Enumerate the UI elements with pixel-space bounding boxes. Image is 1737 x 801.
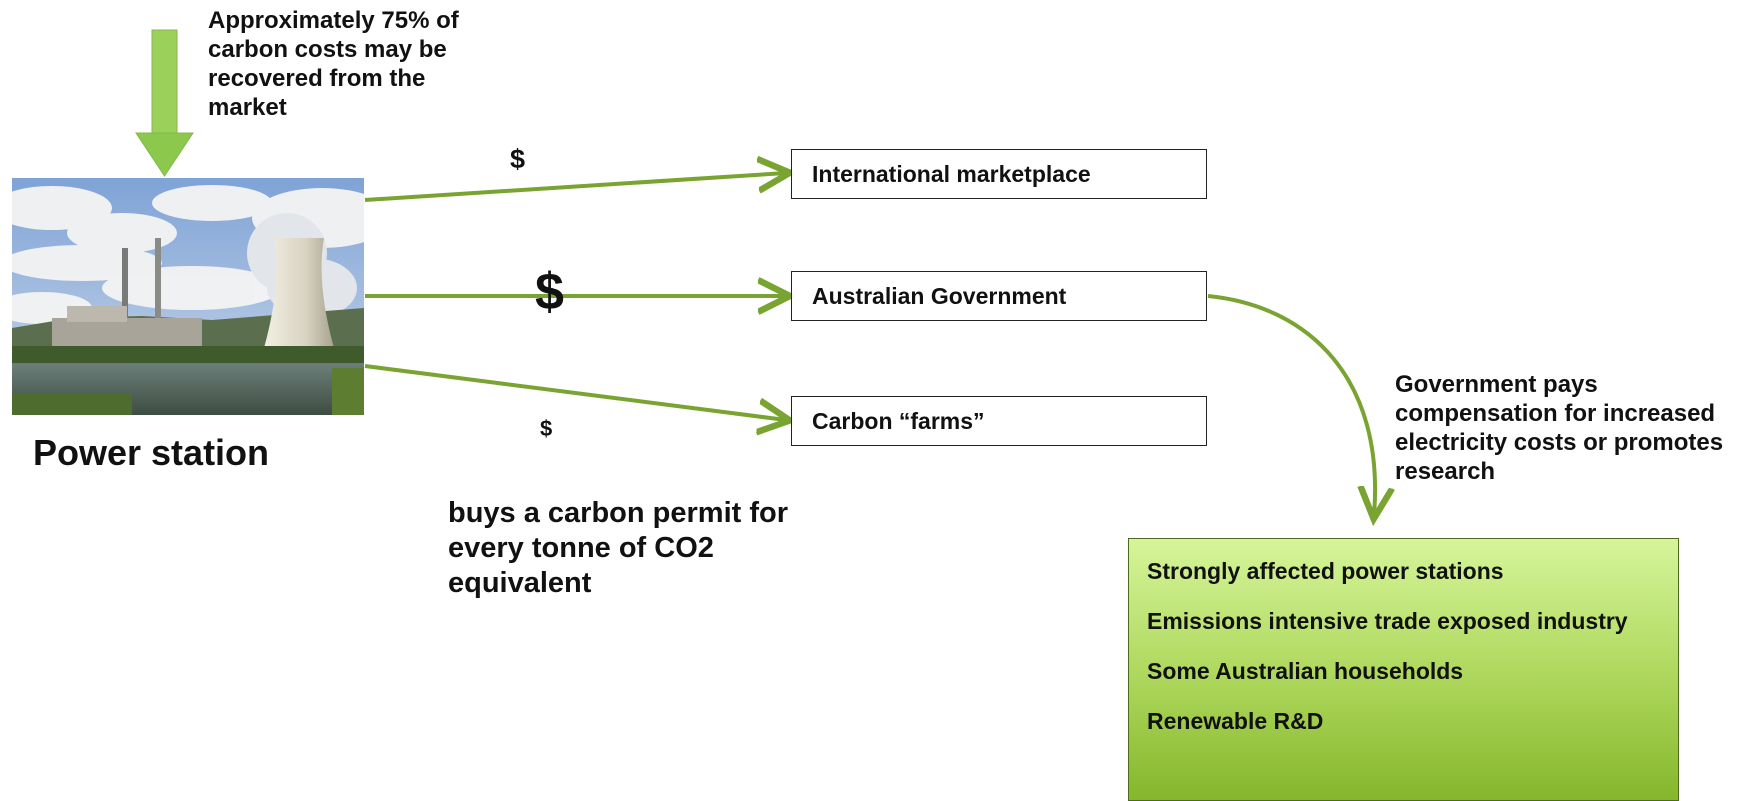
arrow-to-recipients bbox=[1207, 294, 1375, 515]
compensation-recipients-box: Strongly affected power stations Emissio… bbox=[1128, 538, 1679, 801]
government-compensation-note: Government pays compensation for increas… bbox=[1395, 371, 1724, 485]
australian-government-box: Australian Government bbox=[791, 271, 1207, 321]
carbon-farms-box: Carbon “farms” bbox=[791, 396, 1207, 446]
arrow-to-international bbox=[364, 173, 786, 202]
power-station-label: Power station bbox=[33, 432, 270, 473]
international-marketplace-box: International marketplace bbox=[791, 149, 1207, 199]
payment-label-international: $ bbox=[510, 144, 526, 174]
recipient-item: Emissions intensive trade exposed indust… bbox=[1147, 608, 1628, 634]
arrow-to-farms bbox=[364, 364, 786, 420]
carbon-farms-label: Carbon “farms” bbox=[812, 407, 985, 434]
recovery-note: Approximately 75% of carbon costs may be… bbox=[208, 7, 459, 121]
power-station-illustration bbox=[12, 178, 364, 415]
recipient-item: Renewable R&D bbox=[1147, 708, 1324, 734]
payment-label-farms: $ bbox=[540, 416, 553, 441]
permit-note: buys a carbon permit for every tonne of … bbox=[448, 497, 789, 599]
australian-government-label: Australian Government bbox=[812, 282, 1067, 309]
recipient-item: Strongly affected power stations bbox=[1147, 558, 1504, 584]
power-station-photo bbox=[12, 178, 364, 415]
recipient-item: Some Australian households bbox=[1147, 658, 1464, 684]
international-marketplace-label: International marketplace bbox=[812, 160, 1091, 187]
payment-label-government: $ bbox=[535, 263, 564, 321]
recovery-down-arrow bbox=[135, 29, 194, 177]
